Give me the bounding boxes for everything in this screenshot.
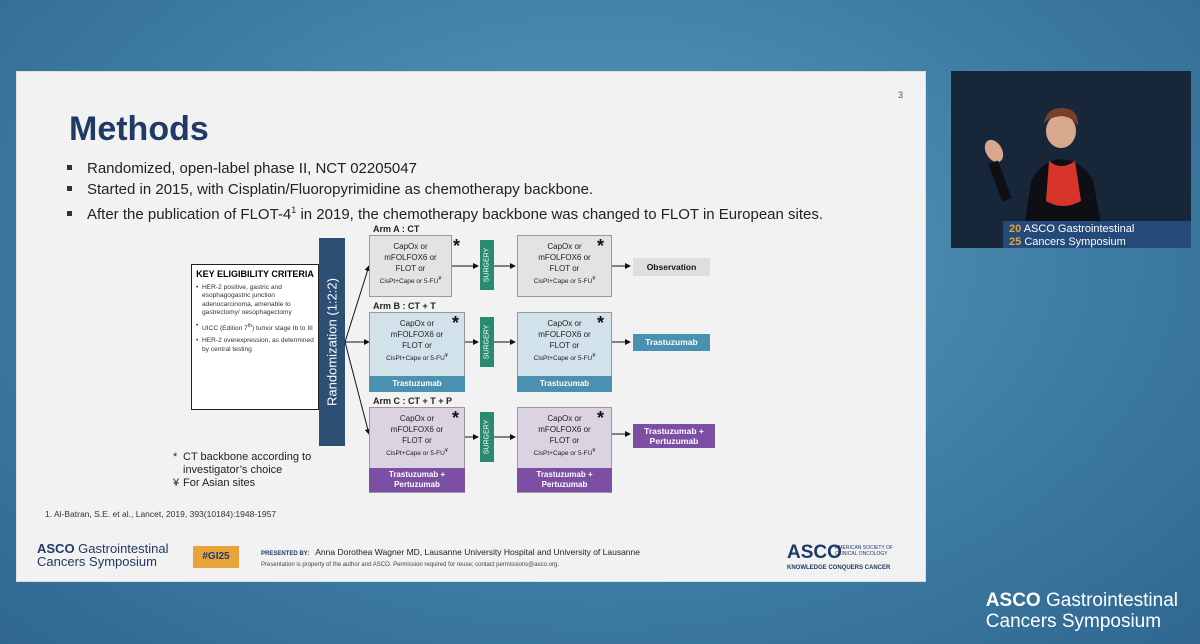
arm-a-outcome-observation: Observation [633,258,710,276]
randomization-label: Randomization (1:2:2) [324,278,340,406]
asterisk-marker: * [597,313,605,333]
presentation-slide: 3 Methods Randomized, open-label phase I… [16,71,926,582]
asterisk-marker: * [597,236,605,256]
asterisk-marker: * [452,313,460,333]
asterisk-marker: * [452,408,460,428]
speaker-video-feed: 20 ASCO Gastrointestinal 25 Cancers Symp… [951,71,1191,248]
speaker-image [951,71,1191,248]
arm-a-surgery-bar: SURGERY [480,240,494,290]
slide-footer: ASCO Gastrointestinal Cancers Symposium … [17,538,925,581]
arm-b-surgery-bar: SURGERY [480,317,494,367]
randomization-bar: Randomization (1:2:2) [319,238,345,446]
hashtag-badge: #GI25 [193,546,239,568]
arm-a-label: Arm A : CT [373,224,420,234]
asterisk-marker: * [597,408,605,428]
eligibility-item: HER-2 positive, gastric and esophagogast… [196,284,314,318]
presenter-info: PRESENTED BY:Anna Dorothea Wagner MD, La… [261,547,640,557]
eligibility-title: KEY ELIGIBILITY CRITERIA [196,269,314,279]
disclaimer-text: Presentation is property of the author a… [261,562,559,568]
arm-c-surgery-bar: SURGERY [480,412,494,462]
arm-b-postop-trastuzumab-bar: Trastuzumab [517,376,612,392]
bullet-square-icon [67,185,72,191]
bullet-item: Started in 2015, with Cisplatin/Fluoropy… [67,179,823,200]
asco-brand-watermark: ASCO Gastrointestinal Cancers Symposium [985,590,1178,632]
bullet-square-icon [67,164,72,170]
asco-gi-logo: ASCO Gastrointestinal Cancers Symposium [37,541,169,569]
footnote-asterisk: *CT backbone according to investigator’s… [173,451,312,476]
podium-sign: 20 ASCO Gastrointestinal 25 Cancers Symp… [1003,221,1191,248]
arm-c-label: Arm C : CT + T + P [373,396,453,406]
arm-b-outcome-trastuzumab: Trastuzumab [633,334,710,351]
flow-connectors [303,263,631,440]
footnote-yen: ¥For Asian sites [173,477,256,489]
arm-b-label: Arm B : CT + T [373,301,436,311]
eligibility-item: UICC (Edition 7th) tumor stage Ib to III [196,322,314,334]
arm-a-chemo-box: CapOx or mFOLFOX6 or FLOT or CisPt+Cape … [369,235,452,297]
arm-c-trastuzumab-pertuzumab-bar: Trastuzumab + Pertuzumab [369,468,465,492]
arm-b-trastuzumab-bar: Trastuzumab [369,376,465,392]
bullet-square-icon [67,210,72,216]
reference-citation: 1. Al-Batran, S.E. et al., Lancet, 2019,… [45,509,277,519]
diagram-footnotes: *CT backbone according to investigator’s… [173,451,333,490]
arm-c-outcome-trastuzumab-pertuzumab: Trastuzumab + Pertuzumab [633,424,715,448]
asterisk-marker: * [453,236,461,256]
slide-title: Methods [69,110,209,148]
arm-c-postop-trastuzumab-pertuzumab-bar: Trastuzumab + Pertuzumab [517,468,612,492]
bullet-list: Randomized, open-label phase II, NCT 022… [67,158,823,225]
bullet-item: Randomized, open-label phase II, NCT 022… [67,158,823,179]
page-number: 3 [897,90,903,100]
bullet-item: After the publication of FLOT-41 in 2019… [67,200,823,225]
eligibility-item: HER-2 overexpression, as determined by c… [196,337,314,354]
arm-a-postop-chemo-box: CapOx or mFOLFOX6 or FLOT or CisPt+Cape … [517,235,612,297]
eligibility-criteria-box: KEY ELIGIBILITY CRITERIA HER-2 positive,… [191,264,319,410]
